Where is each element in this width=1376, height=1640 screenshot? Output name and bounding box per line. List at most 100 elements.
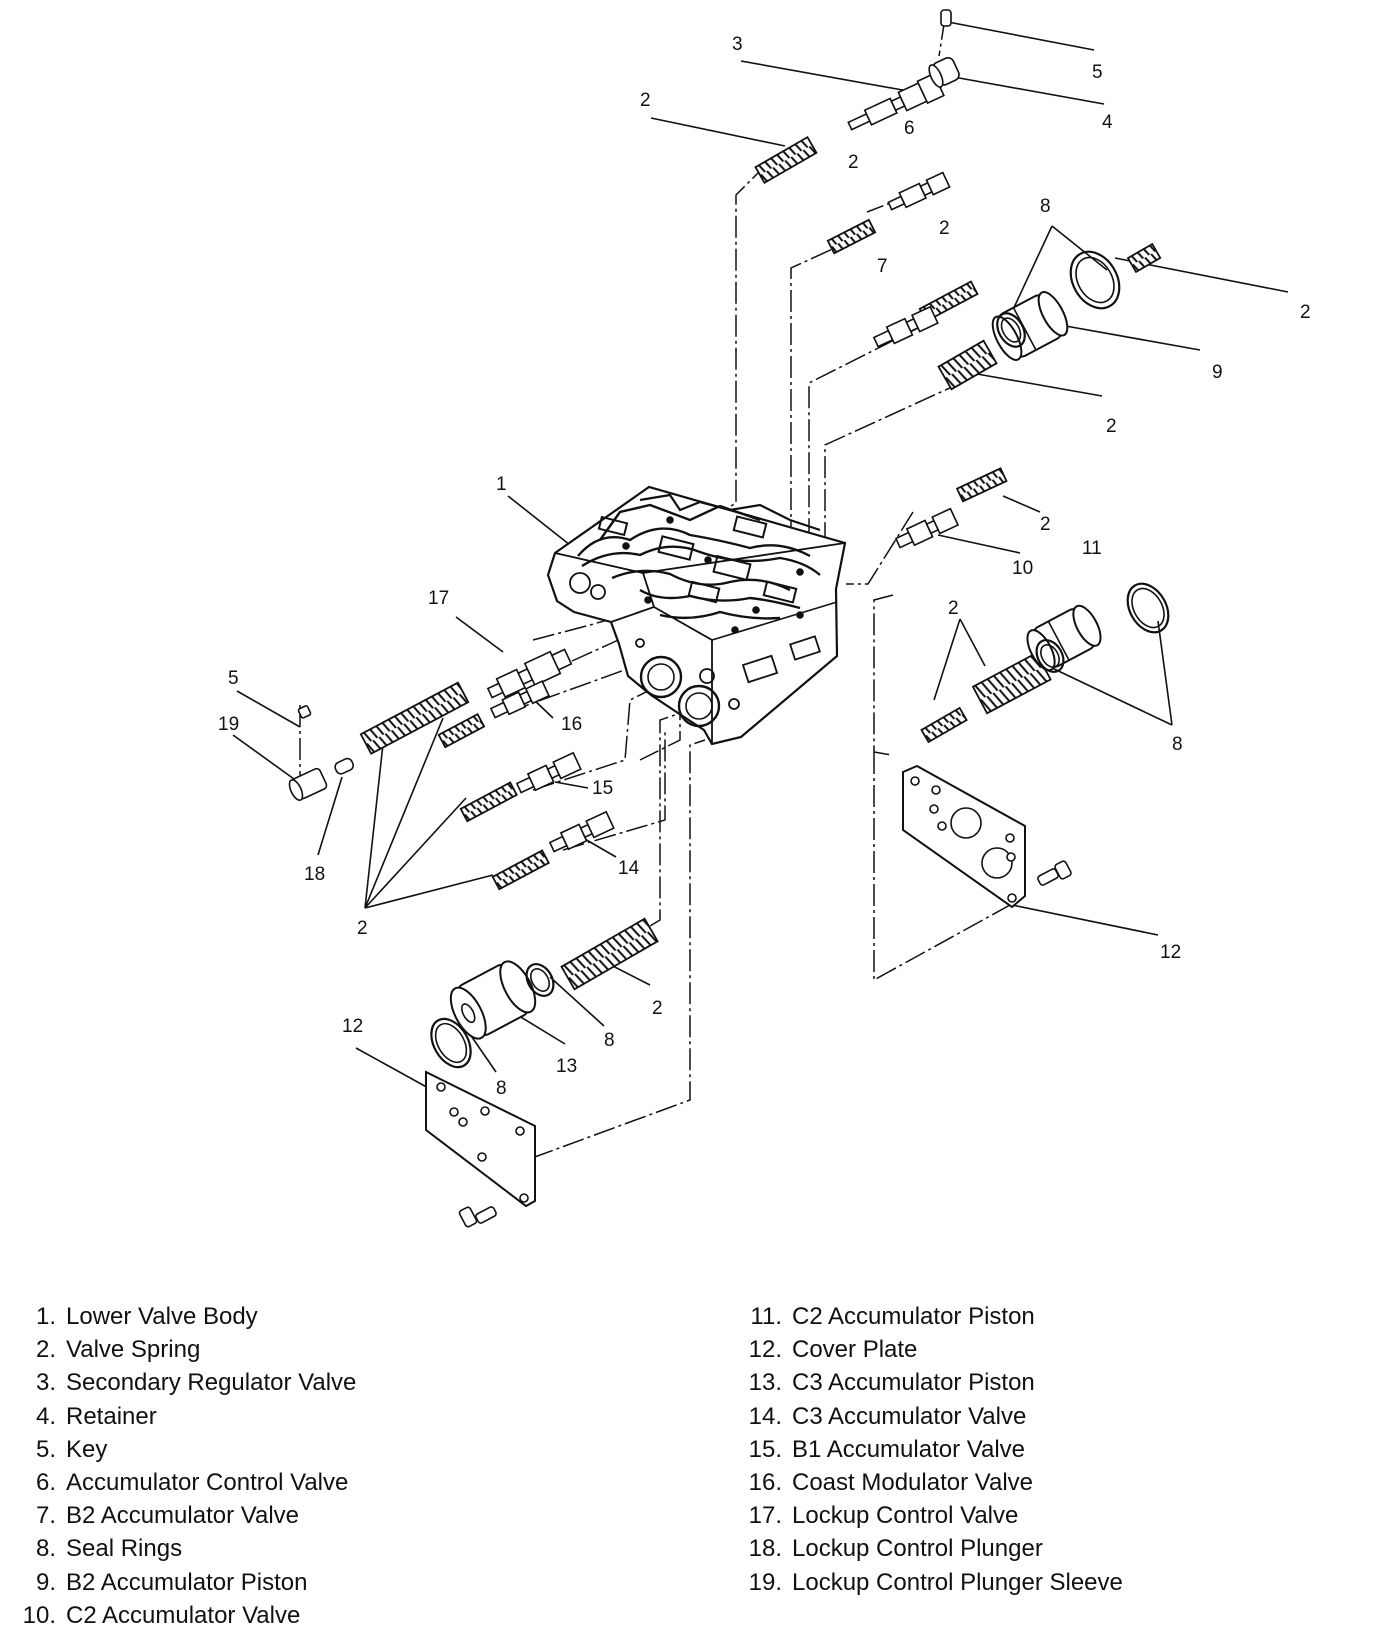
c3-accumulator-piston xyxy=(449,960,537,1040)
callout-11: 11 xyxy=(1082,538,1102,559)
callout-19: 19 xyxy=(218,714,239,735)
legend-item: 13. C3 Accumulator Piston xyxy=(732,1366,1123,1399)
accumulator-control-valve xyxy=(887,171,951,211)
callout-2: 2 xyxy=(939,218,950,239)
seal-ring xyxy=(434,1022,468,1064)
callout-2: 2 xyxy=(848,152,859,173)
legend-number: 10. xyxy=(22,1601,56,1629)
callout-6: 6 xyxy=(904,118,915,139)
valve-spring xyxy=(560,917,659,991)
legend-label: Coast Modulator Valve xyxy=(792,1469,1034,1497)
legend-item: 8.Seal Rings xyxy=(6,1532,356,1565)
bolt-left xyxy=(458,1206,497,1228)
lockup-control-plunger xyxy=(334,757,355,775)
seal-ring xyxy=(525,963,555,997)
legend-label: Retainer xyxy=(66,1402,157,1430)
valve-spring xyxy=(491,849,550,891)
legend-label: Cover Plate xyxy=(792,1336,918,1364)
callout-16: 16 xyxy=(561,714,582,735)
alignment-lines xyxy=(299,17,1011,1159)
callout-2: 2 xyxy=(357,918,368,939)
callout-8: 8 xyxy=(1040,196,1051,217)
legend-number: 15. xyxy=(748,1435,782,1463)
cover-plate-left xyxy=(425,1070,536,1208)
valve-spring xyxy=(437,712,486,749)
legend-item: 5.Key xyxy=(6,1433,356,1466)
valve-spring xyxy=(955,467,1008,503)
legend-item: 11.C2 Accumulator Piston xyxy=(732,1300,1123,1333)
legend-label: B2 Accumulator Piston xyxy=(66,1568,308,1596)
legend-label: Lockup Control Plunger xyxy=(792,1535,1043,1563)
callout-17: 17 xyxy=(428,588,449,609)
legend-number: 1. xyxy=(35,1303,56,1330)
b2-accumulator-piston xyxy=(991,291,1069,361)
seal-ring xyxy=(1040,644,1060,668)
legend-label: Lockup Control Valve xyxy=(792,1502,1019,1530)
callout-12: 12 xyxy=(342,1016,363,1037)
legend-item: 4. Retainer xyxy=(6,1400,356,1433)
legend-item: 9. B2 Accumulator Piston xyxy=(6,1566,356,1599)
legend-label: C2 Accumulator Piston xyxy=(792,1303,1035,1330)
callout-numbers: 1 2 3 5 4 6 2 8 2 7 2 9 2 2 11 10 17 2 5… xyxy=(218,34,1311,1099)
legend-number: 19. xyxy=(748,1568,782,1596)
legend-item: 10. C2 Accumulator Valve xyxy=(6,1599,356,1632)
callout-9: 9 xyxy=(1212,362,1223,383)
legend-label: Lockup Control Plunger Sleeve xyxy=(792,1568,1123,1596)
seal-ring xyxy=(430,1017,472,1069)
valve-spring xyxy=(920,706,968,744)
callout-8: 8 xyxy=(1172,734,1183,755)
callout-18: 18 xyxy=(304,864,325,885)
seal-ring xyxy=(1131,587,1165,629)
legend-item: 14.C3 Accumulator Valve xyxy=(732,1400,1123,1433)
seal-ring xyxy=(1069,250,1121,310)
legend-label: B1 Accumulator Valve xyxy=(792,1435,1026,1463)
secondary-regulator-valve xyxy=(847,72,945,131)
legend-label: C2 Accumulator Valve xyxy=(66,1601,301,1629)
legend-number: 9. xyxy=(35,1568,56,1596)
cover-plate-right xyxy=(902,764,1026,909)
callout-8: 8 xyxy=(496,1078,507,1099)
valve-spring xyxy=(359,681,470,755)
legend-item: 19. Lockup Control Plunger Sleeve xyxy=(732,1566,1123,1599)
legend-label: Accumulator Control Valve xyxy=(66,1469,349,1497)
valve-parts xyxy=(288,9,1170,1228)
legend-number: 17. xyxy=(748,1502,782,1530)
callout-2: 2 xyxy=(948,598,959,619)
callout-5: 5 xyxy=(1092,62,1103,83)
callout-3: 3 xyxy=(732,34,743,55)
legend-number: 4. xyxy=(35,1402,56,1430)
key xyxy=(940,9,952,27)
callout-13: 13 xyxy=(556,1056,577,1077)
valve-spring xyxy=(937,339,998,391)
legend-item: 15. B1 Accumulator Valve xyxy=(732,1433,1123,1466)
callout-7: 7 xyxy=(877,256,888,277)
legend-item: 2.Valve Spring xyxy=(6,1333,356,1366)
legend-number: 14. xyxy=(748,1402,782,1430)
lower-valve-body xyxy=(546,485,847,746)
callout-5: 5 xyxy=(228,668,239,689)
callout-2: 2 xyxy=(652,998,663,1019)
retainer xyxy=(928,57,960,88)
exploded-view-diagram: 1 2 3 5 4 6 2 8 2 7 2 9 2 2 11 10 17 2 5… xyxy=(218,9,1311,1228)
legend-number: 12. xyxy=(748,1336,782,1364)
valve-spring xyxy=(1126,242,1162,274)
legend-item: 3.Secondary Regulator Valve xyxy=(6,1366,356,1399)
c3-accumulator-valve xyxy=(548,810,615,853)
callout-2: 2 xyxy=(640,90,651,111)
legend-number: 6. xyxy=(35,1469,56,1497)
callout-4: 4 xyxy=(1102,112,1113,133)
valve-spring xyxy=(459,781,518,823)
legend-number: 8. xyxy=(35,1535,56,1563)
legend-number: 13. xyxy=(748,1369,782,1397)
legend-number: 5. xyxy=(35,1435,56,1463)
legend-number: 16. xyxy=(748,1469,782,1497)
leader-lines xyxy=(232,21,1289,1091)
b2-accumulator-valve xyxy=(872,305,939,348)
legend-label: C3 Accumulator Piston xyxy=(792,1369,1035,1397)
callout-12: 12 xyxy=(1160,942,1181,963)
legend-label: Secondary Regulator Valve xyxy=(66,1369,357,1397)
legend-item: 17. Lockup Control Valve xyxy=(732,1499,1123,1532)
valve-spring xyxy=(826,218,877,255)
